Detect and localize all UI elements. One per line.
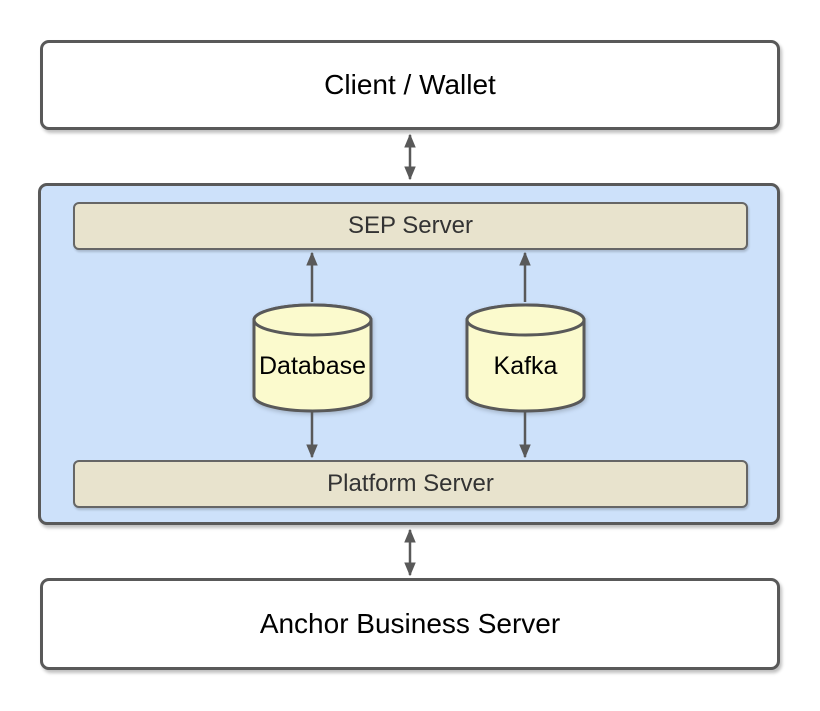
node-sep-server-label: SEP Server — [348, 212, 473, 239]
kafka-cylinder-shape — [465, 303, 586, 413]
node-platform-server-label: Platform Server — [327, 470, 494, 497]
node-kafka-label: Kafka — [493, 351, 558, 380]
node-sep-server: SEP Server — [73, 202, 748, 250]
node-client-wallet-label: Client / Wallet — [324, 69, 496, 100]
node-anchor-business-server: Anchor Business Server — [40, 578, 780, 670]
node-database-label: Database — [258, 351, 367, 380]
database-cylinder-shape — [252, 303, 373, 413]
node-platform-server: Platform Server — [73, 460, 748, 508]
node-database: Database — [252, 303, 373, 413]
node-anchor-platform-container: SEP Server Database Kafka Platform Serve… — [38, 183, 780, 525]
node-anchor-business-server-label: Anchor Business Server — [259, 608, 561, 639]
node-client-wallet: Client / Wallet — [40, 40, 780, 130]
node-kafka: Kafka — [465, 303, 586, 413]
